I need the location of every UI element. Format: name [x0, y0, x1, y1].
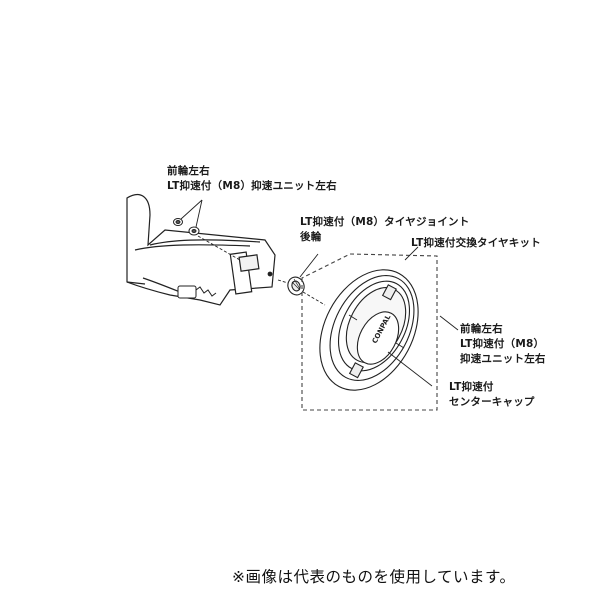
kit-boundary — [301, 253, 438, 411]
tire-joint — [287, 276, 305, 296]
representative-image-note: ※画像は代表のものを使用しています。 — [232, 568, 516, 586]
label-tire-kit: LT抑速付交換タイヤキット — [411, 237, 541, 249]
cable-connector — [177, 285, 217, 299]
label-front-wheel-unit-right: 前輪左右 LT抑速付（M8） 抑速ユニット左右 — [460, 323, 546, 365]
label-center-cap: LT抑速付 センターキャップ — [449, 381, 535, 408]
label-front-wheel-unit-top: 前輪左右 LT抑速付（M8）抑速ユニット左右 — [167, 165, 337, 192]
label-tire-joint: LT抑速付（M8）タイヤジョイント 後輪 — [300, 216, 470, 243]
bolts — [173, 218, 200, 236]
caster-arm — [126, 194, 276, 306]
wheel: CONPAL — [319, 269, 419, 391]
